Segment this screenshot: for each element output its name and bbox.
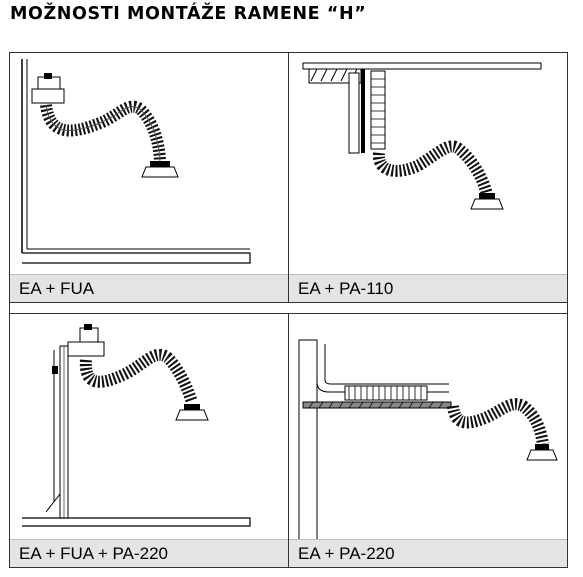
- panel-ea-pa-220: EA + PA-220: [289, 313, 567, 567]
- mounting-options-grid: EA + FUA EA + PA-110: [9, 52, 568, 568]
- panel-ea-fua: EA + FUA: [10, 53, 289, 303]
- wall-mounted-fan-arm-illustration: [21, 59, 251, 264]
- panel-ea-pa-110: EA + PA-110: [289, 53, 567, 303]
- caption-ea-pa-110: EA + PA-110: [289, 274, 567, 302]
- column-mounted-fan-arm-illustration: [22, 324, 251, 527]
- ceiling-bracket-arm-illustration: [302, 62, 542, 210]
- caption-ea-pa-220: EA + PA-220: [289, 539, 567, 567]
- caption-ea-fua: EA + FUA: [10, 274, 288, 302]
- page-title: MOŽNOSTI MONTÁŽE RAMENE “H”: [10, 4, 367, 24]
- wall-boom-arm-illustration: [298, 339, 558, 540]
- panel-ea-fua-pa-220: EA + FUA + PA-220: [10, 313, 289, 567]
- caption-ea-fua-pa-220: EA + FUA + PA-220: [10, 539, 288, 567]
